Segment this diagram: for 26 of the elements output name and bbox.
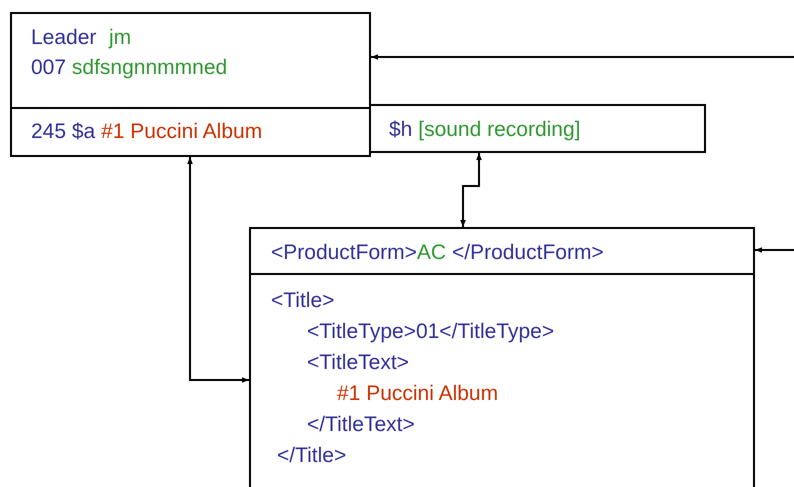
field-text: </ProductForm> — [452, 241, 604, 265]
field-text: jm — [108, 26, 132, 50]
field-text: </Title> — [277, 444, 346, 468]
field-text: <Title> — [271, 289, 334, 313]
field-text: AC — [416, 241, 446, 265]
field-text: <TitleType>01</TitleType> — [307, 320, 554, 344]
field-text: [sound recording] — [418, 118, 581, 142]
field-text: Leader — [31, 26, 96, 50]
field-text: sdfsngnnmmned — [72, 56, 228, 80]
field-text: #1 Puccini Album — [337, 382, 498, 406]
field-text: 007 — [31, 56, 66, 80]
arrow — [755, 247, 794, 253]
field-text: $h — [389, 118, 412, 142]
arrow — [371, 54, 794, 60]
xml-element-box — [249, 273, 755, 487]
field-text: 245 $a — [31, 120, 96, 144]
field-text: <TitleText> — [307, 351, 409, 375]
xml-element-box — [249, 227, 755, 275]
arrow — [460, 153, 482, 227]
field-text: <ProductForm> — [271, 241, 417, 265]
record-field-box — [10, 107, 371, 157]
record-field-box — [10, 12, 371, 109]
field-text: #1 Puccini Album — [101, 120, 262, 144]
subfield-box — [369, 104, 706, 153]
field-text: </TitleText> — [307, 413, 415, 437]
arrow — [187, 157, 249, 383]
